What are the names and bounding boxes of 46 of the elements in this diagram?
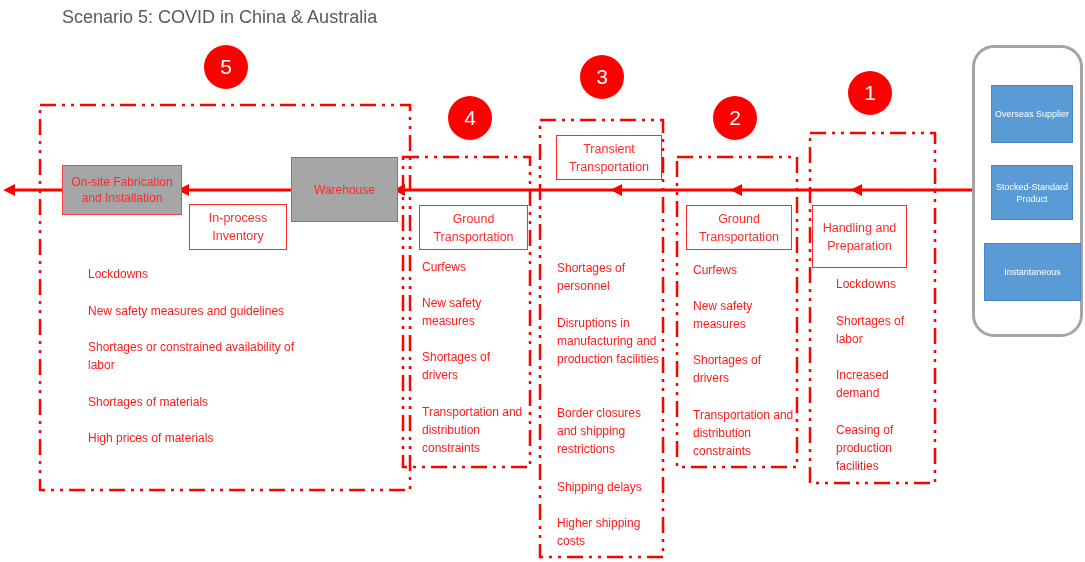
stage-frame [40, 105, 410, 490]
stage-frame [810, 133, 935, 483]
stage-frame [540, 120, 663, 557]
process-box: In-process Inventory [189, 204, 287, 250]
step-number-badge: 3 [580, 55, 624, 99]
constraint-text: Shortages of drivers [422, 349, 492, 384]
process-box: Handling and Preparation [812, 205, 907, 268]
source-box: Overseas Supplier [991, 85, 1073, 143]
diagram-title: Scenario 5: COVID in China & Australia [62, 7, 378, 28]
constraint-text: Border closures and shipping restrictions [557, 405, 643, 458]
constraint-text: New safety measures [693, 298, 754, 333]
constraint-text: Transportation and distribution constraints [693, 407, 795, 460]
source-box: Instantaneous [984, 243, 1081, 301]
constraint-text: Ceasing of production facilities [836, 422, 895, 475]
constraint-text: Shortages of personnel [557, 260, 627, 295]
constraint-text: New safety measures and guidelines [88, 303, 286, 320]
step-number-badge: 5 [204, 45, 248, 89]
constraint-text: Lockdowns [836, 276, 898, 293]
step-number-badge: 2 [713, 96, 757, 140]
constraint-text: Shortages or constrained availability of labor [88, 339, 296, 374]
constraint-text: Curfews [422, 259, 467, 276]
constraint-text: Shortages of materials [88, 394, 210, 411]
source-box: Stocked-Standard Product [991, 165, 1073, 220]
process-box: On-site Fabrication and Installation [62, 165, 182, 215]
process-box: Warehouse [291, 157, 398, 222]
constraint-text: Higher shipping costs [557, 515, 642, 550]
constraint-text: Shortages of drivers [693, 352, 763, 387]
step-number-badge: 1 [848, 71, 892, 115]
process-box: Ground Transportation [419, 205, 528, 250]
process-box: Ground Transportation [686, 205, 792, 250]
source-panel [972, 45, 1083, 337]
flow-arrow [3, 184, 62, 196]
flow-arrow [398, 184, 972, 196]
constraint-text: Disruptions in manufacturing and production facilities [557, 315, 661, 368]
constraint-text: Shipping delays [557, 479, 643, 496]
stage-frame [403, 157, 530, 467]
constraint-text: Curfews [693, 262, 738, 279]
constraint-text: New safety measures [422, 295, 483, 330]
constraint-text: Lockdowns [88, 266, 150, 283]
step-number-badge: 4 [448, 96, 492, 140]
process-box: Transient Transportation [556, 135, 662, 180]
constraint-text: Increased demand [836, 367, 890, 402]
constraint-text: Shortages of labor [836, 313, 906, 348]
stage-frame [677, 157, 797, 467]
constraint-text: High prices of materials [88, 430, 215, 447]
constraint-text: Transportation and distribution constraints [422, 404, 524, 457]
